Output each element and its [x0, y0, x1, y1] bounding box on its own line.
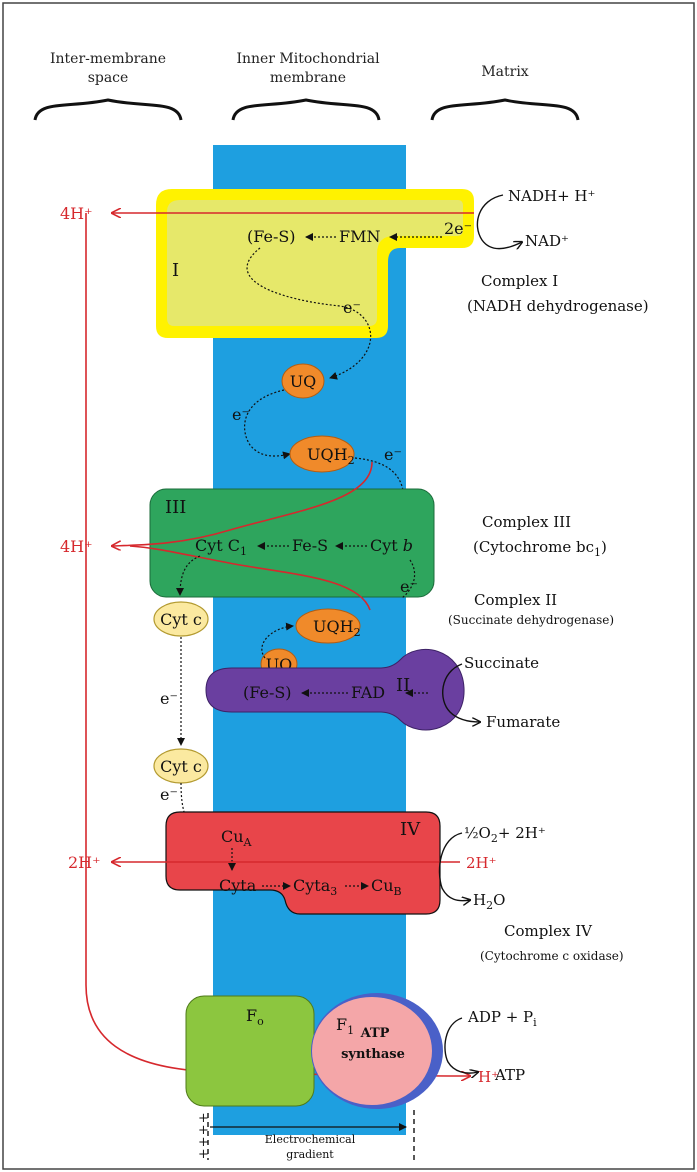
- complex-IV-proton: 2H⁺: [68, 853, 101, 872]
- complex-I-proton: 4H⁺: [60, 204, 93, 223]
- complex-II-numeral: II: [396, 675, 410, 696]
- complex-II-shape: [205, 648, 465, 731]
- complex-III-box: [149, 488, 435, 598]
- complex-I-name: Complex I: [481, 272, 558, 290]
- uq-label: UQ: [290, 372, 317, 391]
- electron-path-to-cyt-c-upper: [176, 555, 201, 596]
- fo-label: Fo: [246, 1006, 264, 1028]
- plus-4: +: [198, 1147, 209, 1162]
- complex-IV-numeral: IV: [400, 819, 421, 840]
- complex-I-e: e⁻: [343, 298, 361, 317]
- complex-II-desc: (Succinate dehydrogenase): [448, 613, 614, 627]
- complex-I-numeral: I: [172, 260, 179, 281]
- f1-label: F1: [336, 1015, 354, 1037]
- complex-IV-shape: [165, 811, 441, 915]
- matrix-label: Matrix: [481, 64, 528, 80]
- plus-1: +: [198, 1111, 209, 1126]
- oxygen-curve: [438, 832, 470, 901]
- nadh-curve: [476, 194, 522, 249]
- membrane-label-2: membrane: [270, 70, 346, 86]
- complex-III-numeral: III: [165, 497, 186, 518]
- brace-matrix: [430, 98, 580, 121]
- adp-curve: [444, 1017, 478, 1073]
- cu-a-label: CuA: [221, 827, 253, 849]
- atp-synthase-h: H⁺: [478, 1068, 499, 1086]
- complex-IV-name: Complex IV: [504, 922, 593, 940]
- complex-II-fad: FAD: [351, 683, 385, 702]
- succinate-curve: [442, 663, 480, 722]
- plus-3: +: [198, 1135, 209, 1150]
- complex-II-fes: (Fe-S): [243, 683, 292, 702]
- complex-I-desc: (NADH dehydrogenase): [467, 297, 649, 315]
- cyt-c-lower-label: Cyt c: [160, 757, 202, 776]
- plus-2: +: [198, 1123, 209, 1138]
- membrane-label-1: Inner Mitochondrial: [236, 51, 380, 67]
- adp-label: ADP + Pi: [467, 1008, 537, 1029]
- cyt-c-e-low: e⁻: [160, 785, 178, 804]
- proton-path-III-upper: [112, 461, 373, 546]
- complex-II-name: Complex II: [474, 591, 557, 609]
- nadh-label: NADH+ H⁺: [508, 187, 595, 205]
- uq-to-uqh2-II-path: [261, 622, 294, 659]
- complex-III-desc: (Cytochrome bc1): [473, 538, 607, 559]
- complex-I-fmn: FMN: [339, 227, 380, 246]
- complex-I-2e: 2e⁻: [444, 219, 472, 238]
- f1-subunit: [312, 997, 432, 1105]
- carrier-e-left: e⁻: [232, 405, 250, 424]
- proton-path-III-lower: [129, 545, 371, 611]
- atp-label: ATP: [494, 1066, 525, 1084]
- uq-carrier: [281, 363, 325, 399]
- complex-III-fes: Fe-S: [292, 536, 328, 555]
- complex-III-e: e⁻: [400, 577, 418, 596]
- electron-path-UQ-to-UQH2: [244, 389, 291, 460]
- nad-label: NAD⁺: [525, 232, 569, 250]
- succinate-label: Succinate: [464, 654, 539, 672]
- complex-I-inner: [167, 200, 463, 326]
- cyta3-label: Cyta3: [293, 876, 337, 898]
- intermembrane-label-2: space: [88, 70, 129, 86]
- uqh2-II-label: UQH2: [313, 617, 361, 639]
- cu-b-label: CuB: [371, 876, 402, 898]
- gradient-line1: Electrochemical: [265, 1133, 356, 1146]
- carrier-e-right: e⁻: [384, 445, 402, 464]
- uqh2-label: UQH2: [307, 445, 355, 467]
- complex-IV-red-h: 2H⁺: [466, 854, 497, 872]
- cyt-c1-label: Cyt C1: [195, 536, 247, 558]
- complex-III-proton: 4H⁺: [60, 537, 93, 556]
- cyt-c-upper: [153, 601, 209, 637]
- cyt-c-e-mid: e⁻: [160, 689, 178, 708]
- atp-synthase-line2: synthase: [341, 1047, 405, 1062]
- fumarate-label: Fumarate: [486, 713, 560, 731]
- oxygen-label: ½O2+ 2H⁺: [464, 824, 546, 845]
- brace-intermembrane: [33, 98, 183, 121]
- intermembrane-label-1: Inter-membrane: [50, 51, 166, 67]
- brace-membrane: [231, 98, 381, 121]
- complex-I-fes: (Fe-S): [247, 227, 296, 246]
- gradient-line2: gradient: [286, 1148, 334, 1161]
- complex-III-name: Complex III: [482, 513, 571, 531]
- uqh2-carrier-II: [295, 608, 361, 644]
- cytb-e-path: [401, 559, 416, 599]
- cyt-b-label: Cyt b: [370, 536, 413, 555]
- atp-synthase-line1: ATP: [360, 1026, 390, 1041]
- cyta-label: Cyta: [219, 876, 257, 895]
- water-label: H2O: [473, 891, 505, 912]
- cyt-c-upper-label: Cyt c: [160, 610, 202, 629]
- uqh2-carrier: [289, 435, 355, 473]
- complex-IV-desc: (Cytochrome c oxidase): [480, 949, 624, 963]
